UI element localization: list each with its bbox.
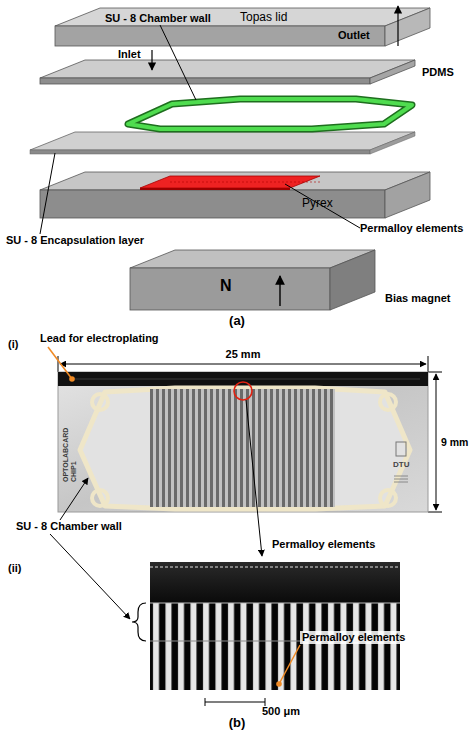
leader-line — [48, 347, 72, 379]
chip-photo — [58, 372, 428, 512]
zoom-lead-region — [150, 562, 400, 603]
block-side-face — [385, 172, 430, 218]
chamber-wall-edge — [150, 641, 400, 642]
block-front-face — [40, 190, 385, 218]
block-side-face — [330, 250, 375, 310]
layer-block: Pyrex — [40, 172, 430, 218]
lead-line — [70, 379, 420, 380]
electroplating-lead — [58, 372, 428, 386]
block-top-face — [40, 172, 430, 190]
chip-chamber-wall — [80, 388, 410, 509]
block-shape — [40, 172, 430, 218]
part-label: Permalloy elements — [300, 631, 407, 644]
part-label: PDMS — [422, 66, 454, 79]
part-label: Bias magnet — [385, 292, 450, 305]
encapsulation-layer-edge — [30, 150, 370, 154]
chip-port — [92, 490, 108, 506]
zoom-permalloy-stripes — [150, 603, 400, 690]
leader-line — [285, 184, 360, 228]
part-label: SU - 8 Encapsulation layer — [6, 234, 144, 247]
part-label: Lead for electroplating — [40, 332, 159, 345]
layer-block: Topas lid — [55, 8, 430, 46]
leader-line — [40, 153, 55, 234]
leader-line — [160, 25, 196, 100]
permalloy-elements — [140, 176, 320, 188]
chip-port — [380, 490, 396, 506]
chip-permalloy-stripes — [150, 389, 335, 507]
panel-label: (a) — [0, 314, 474, 329]
chip-logo-text: DTU — [393, 460, 409, 469]
panel-label: (b) — [0, 716, 474, 731]
block-side-face — [370, 60, 415, 84]
dimension-label: 25 mm — [183, 348, 303, 361]
layer-block: PDMS — [40, 60, 415, 84]
scale-bar — [205, 701, 265, 702]
leader-arrow — [50, 534, 130, 619]
block-front-face — [55, 26, 385, 46]
part-label: SU - 8 Chamber wall — [16, 520, 122, 533]
leader-dot — [69, 376, 75, 382]
logo-mark — [394, 476, 408, 482]
leader-line — [279, 645, 300, 684]
dimension-arrow — [436, 374, 437, 510]
layer-block: NBias magnet — [130, 250, 375, 310]
zoom-edge — [150, 567, 400, 568]
magnetization-arrow — [279, 276, 280, 306]
scale-bar-tick — [205, 698, 206, 706]
dimension-arrow — [60, 364, 426, 365]
leader-dot — [276, 681, 282, 687]
chip-port — [380, 394, 396, 410]
zoom-marker — [234, 382, 252, 400]
block-shape — [40, 60, 415, 84]
chamber-wall-outline — [128, 99, 412, 129]
port-label: Inlet — [118, 48, 141, 61]
chamber-wall — [128, 99, 412, 129]
dimension-tick — [58, 356, 59, 372]
part-label: Pyrex — [302, 197, 333, 211]
logo-mark — [396, 442, 406, 456]
outlet-arrow — [397, 6, 398, 46]
block-front-face — [130, 268, 330, 310]
panel-label: (i) — [8, 338, 18, 351]
part-label: Permalloy elements — [360, 222, 463, 235]
panel-label: (ii) — [8, 562, 21, 575]
block-front-face — [40, 78, 370, 84]
block-top-face — [55, 8, 430, 26]
zoom-arrow — [246, 400, 262, 556]
encapsulation-layer — [30, 132, 415, 150]
dimension-tick — [428, 356, 429, 372]
encapsulation-layer-side — [370, 132, 415, 154]
chip-marking: OPTOLABCARD CHIP1 — [62, 422, 78, 482]
dimension-tick — [428, 512, 442, 513]
dimension-tick — [428, 372, 442, 373]
leader-arrow — [60, 478, 88, 520]
part-label: Topas lid — [240, 11, 287, 25]
block-side-face — [385, 8, 430, 46]
block-top-face — [40, 60, 415, 78]
chip-port — [92, 394, 108, 410]
permalloy-texture — [170, 182, 320, 183]
permalloy-edge — [140, 188, 290, 190]
dimension-label: 9 mm — [441, 436, 468, 448]
scale-bar-label: 500 μm — [262, 705, 300, 718]
scale-bar-tick — [265, 698, 266, 706]
part-label: Permalloy elements — [272, 538, 375, 551]
zoom-photo — [150, 562, 400, 690]
block-shape — [130, 250, 375, 310]
part-label: N — [220, 277, 232, 295]
zoom-edge — [150, 603, 400, 604]
bracket — [132, 603, 146, 641]
inlet-arrow — [151, 50, 152, 70]
